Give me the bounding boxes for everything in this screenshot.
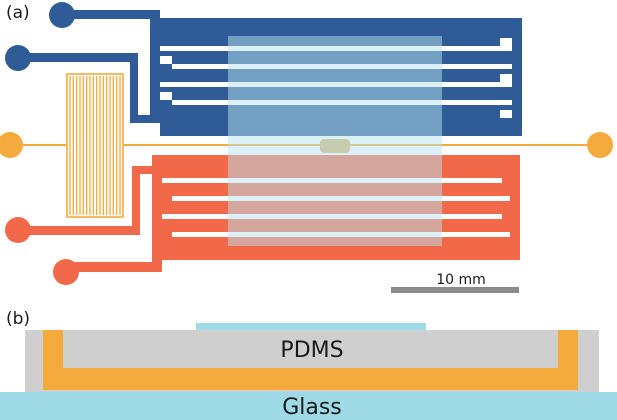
- panel-b-label: (b): [6, 309, 30, 329]
- blue-contact-pad-2: [5, 45, 31, 71]
- glass-label: Glass: [282, 395, 342, 420]
- panel-a-label: (a): [6, 3, 30, 23]
- heater-serpentine: [66, 73, 124, 218]
- heater-contact-pad-right: [587, 132, 613, 158]
- heater-contact-pad-left: [0, 132, 23, 158]
- pdms-label: PDMS: [280, 338, 343, 363]
- red-contact-pad-1: [5, 217, 31, 243]
- red-contact-pad-2: [53, 259, 79, 285]
- heater-meander-lines: [69, 76, 121, 215]
- glass-layer: [0, 392, 617, 420]
- pdms-top-strip: [196, 323, 426, 330]
- orange-u-layer: [43, 330, 578, 390]
- scale-bar: [391, 287, 519, 293]
- blue-contact-pad-1: [49, 2, 75, 28]
- channel-overlay: [228, 36, 442, 246]
- scale-bar-label: 10 mm: [436, 272, 486, 288]
